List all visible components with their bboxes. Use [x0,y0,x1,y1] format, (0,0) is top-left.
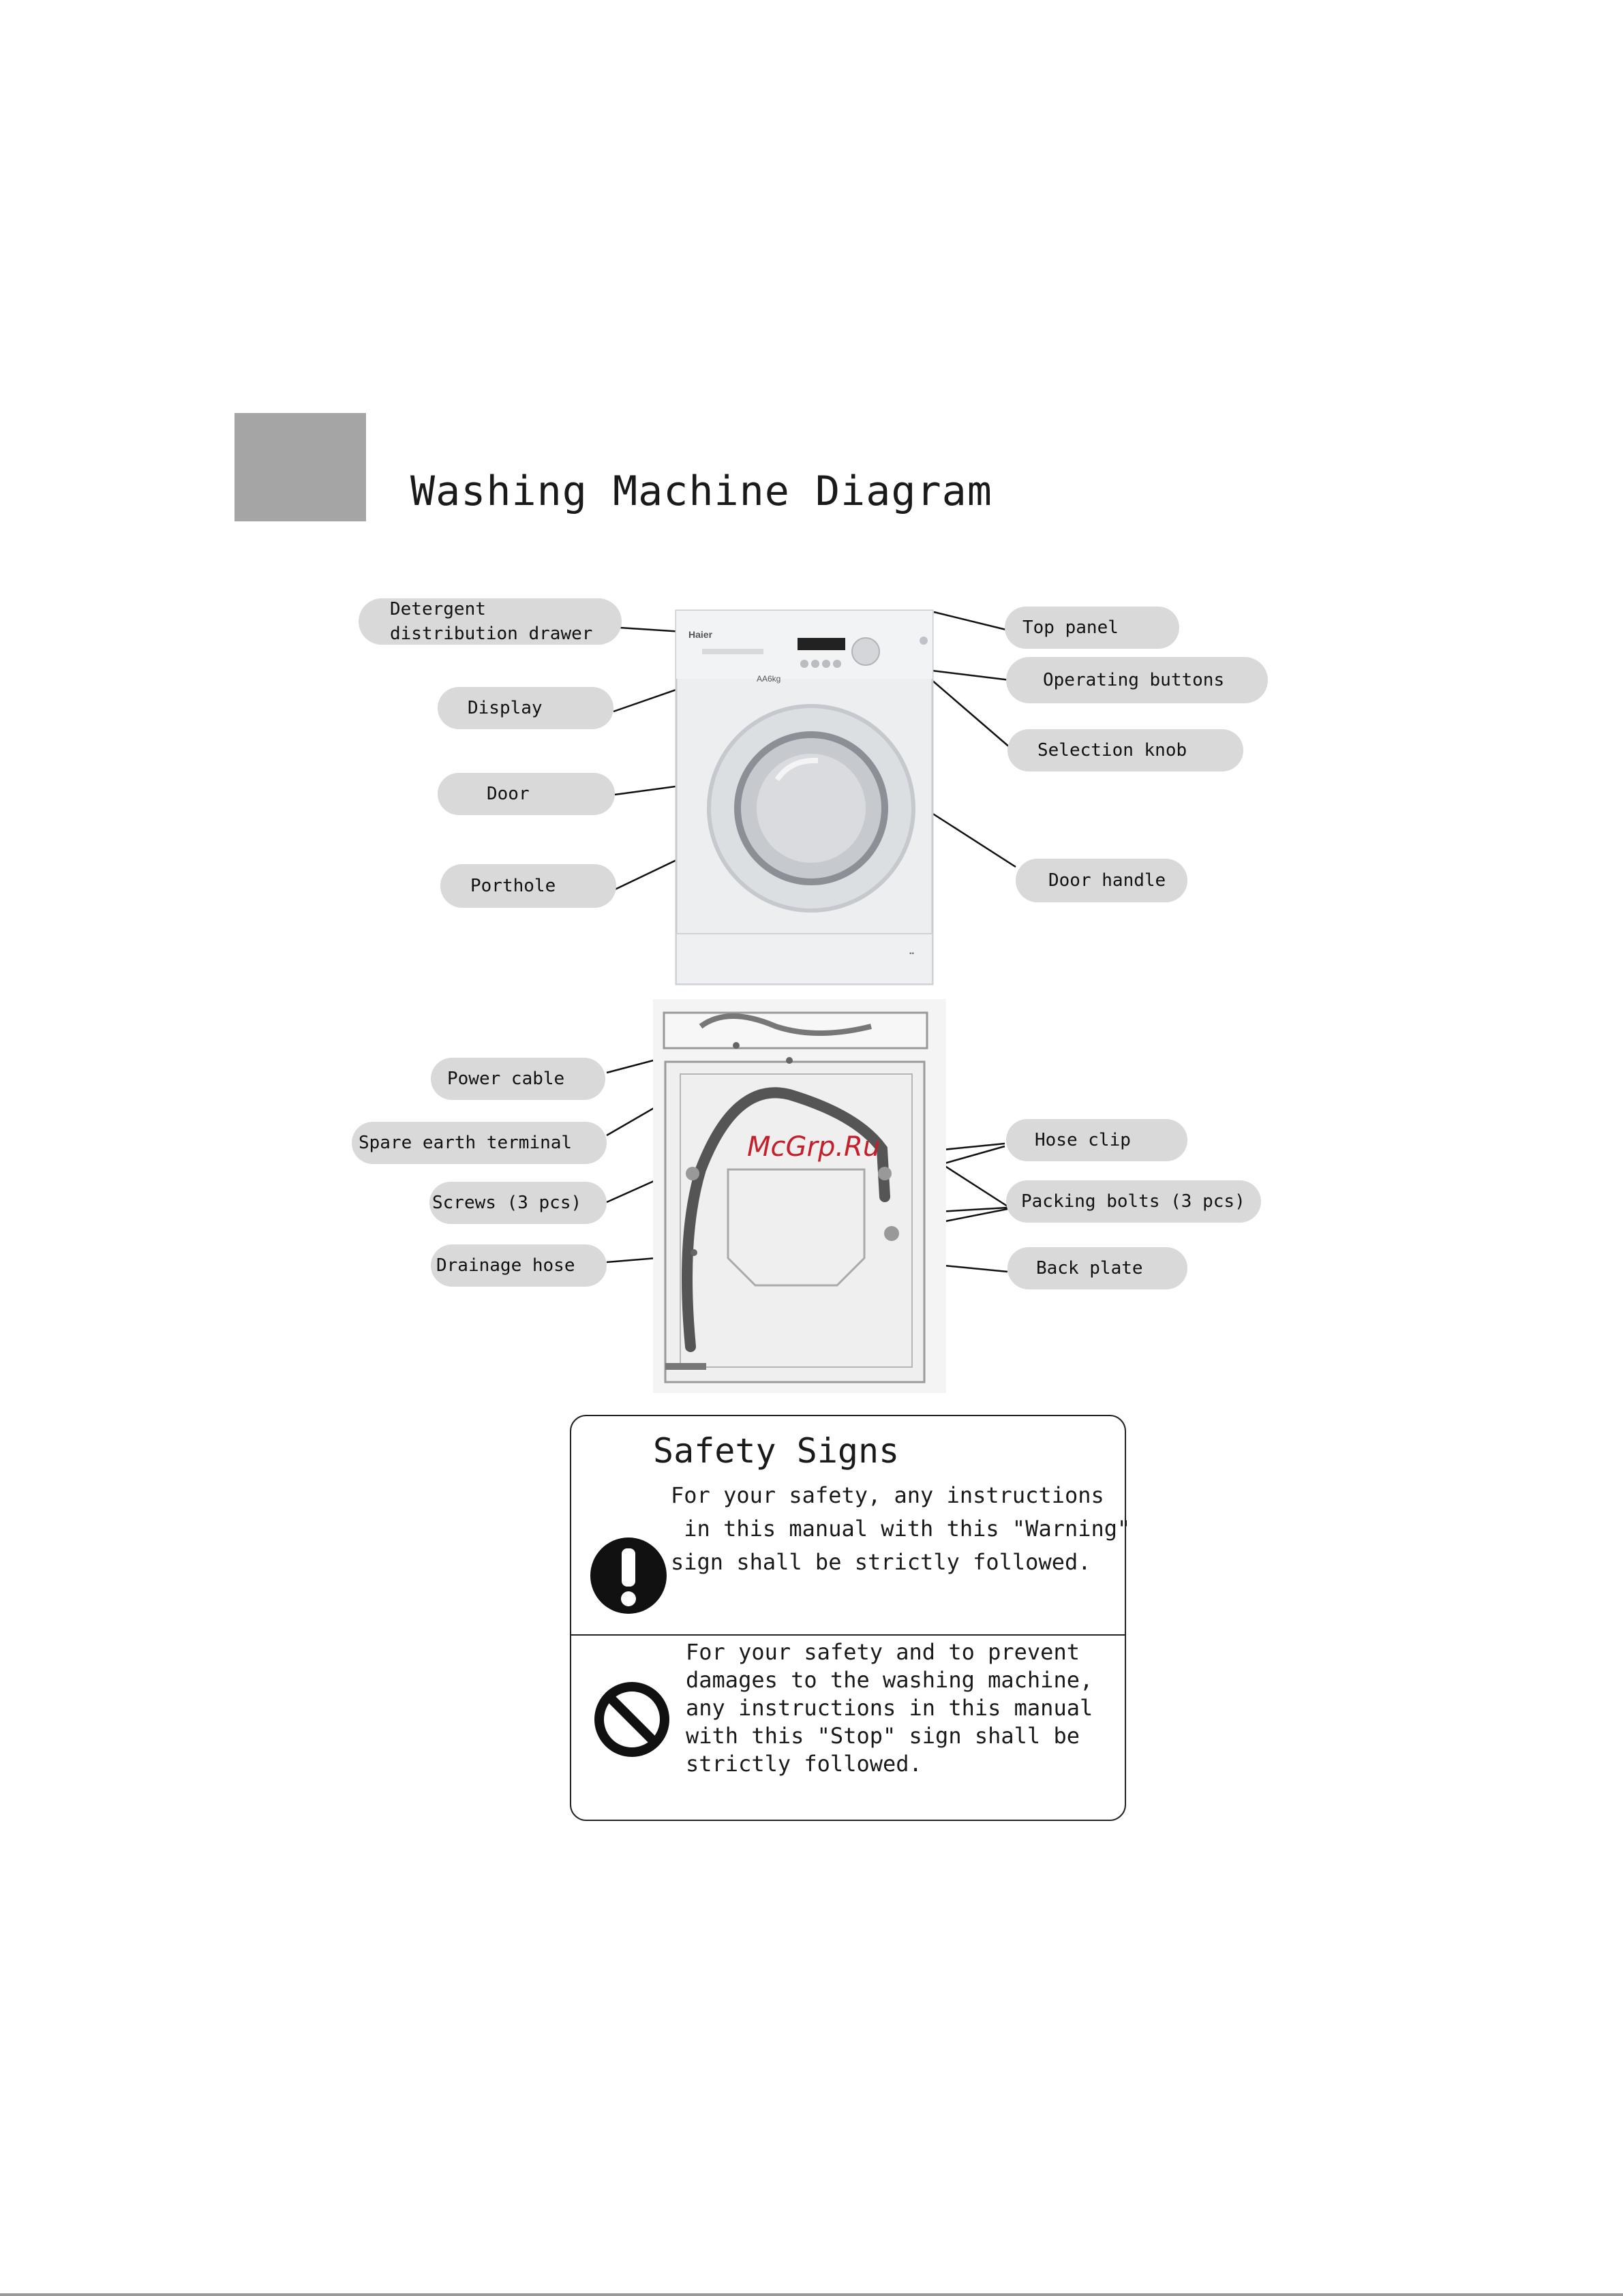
screw [691,1249,697,1256]
label-drainage-hose: Drainage hose [431,1244,607,1287]
screw [786,1057,793,1064]
label-power-cable: Power cable [431,1058,605,1100]
label-hose-clip: Hose clip [1006,1119,1187,1161]
safety-signs-box: Safety Signs For your safety, any instru… [570,1415,1130,1821]
label-door: Door [438,773,615,815]
label-operating-buttons: Operating buttons [1006,657,1268,703]
page-bottom-rule [0,2293,1623,2296]
page-title: Washing Machine Diagram [410,468,992,515]
label-spare-earth-terminal: Spare earth terminal [352,1122,607,1164]
screw [733,1042,740,1049]
label-porthole: Porthole [440,864,616,908]
exclamation-icon [590,1537,667,1614]
safety-divider [570,1634,1126,1636]
washing-machine-front: Haier AA6kg ▪▪ [675,609,934,985]
svg-text:▪▪: ▪▪ [909,950,915,958]
packing-bolt [686,1167,699,1180]
washing-machine-back [653,999,946,1393]
packing-bolt [878,1167,892,1180]
stop-text: For your safety and to prevent damages t… [686,1639,1093,1777]
drainage-hose [682,1087,890,1352]
label-door-handle: Door handle [1016,859,1187,902]
power-cable [699,1013,872,1036]
label-screws: Screws (3 pcs) [429,1182,607,1224]
safety-title: Safety Signs [653,1431,900,1471]
display-screen [798,638,845,650]
section-marker [234,413,366,521]
watermark: McGrp.Ru [747,1131,881,1163]
prohibition-icon [594,1682,669,1757]
packing-bolt [884,1226,899,1241]
brand-logo: Haier [688,629,713,640]
warning-text: For your safety, any instructions in thi… [671,1482,1131,1575]
label-detergent-drawer: Detergent distribution drawer [359,598,622,645]
model-label: AA6kg [757,674,780,684]
label-display: Display [438,687,613,729]
label-back-plate: Back plate [1007,1247,1187,1289]
label-packing-bolts: Packing bolts (3 pcs) [1006,1180,1261,1223]
selection-knob [851,637,880,666]
label-top-panel: Top panel [1005,607,1179,649]
label-selection-knob: Selection knob [1007,729,1243,771]
